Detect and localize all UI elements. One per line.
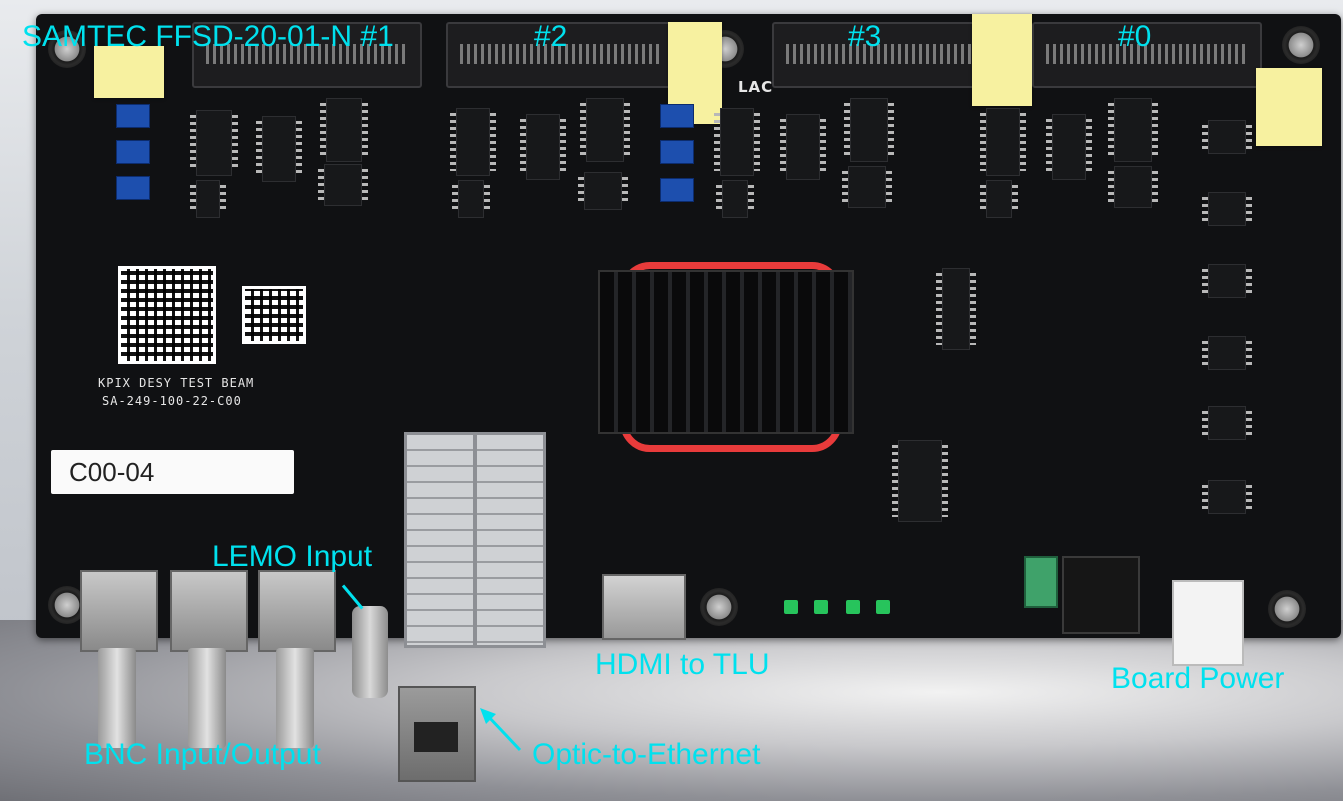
sfp-cage: [404, 432, 476, 648]
ic-chip: [520, 114, 566, 180]
ic-chip: [844, 98, 894, 162]
board-label-tag: C00-04: [51, 450, 294, 494]
annotation-lemo-input: LEMO Input: [212, 540, 373, 573]
ic-chip: [450, 108, 496, 176]
ic-chip: [1108, 166, 1158, 208]
regulator-chip: [1202, 192, 1252, 226]
regulator-chip: [1202, 120, 1252, 154]
annotation-board-power: Board Power: [1111, 662, 1285, 695]
annotation-connector-2: #2: [534, 20, 568, 53]
status-led: [784, 600, 798, 614]
jumper: [660, 140, 694, 164]
jumper: [116, 176, 150, 200]
ic-chip: [580, 98, 630, 162]
annotation-bnc-input-output: BNC Input/Output: [84, 738, 321, 771]
sfp-cage: [474, 432, 546, 648]
ic-chip: [190, 180, 226, 218]
ic-chip: [320, 98, 368, 162]
bnc-connector: [170, 570, 248, 652]
fuse: [1024, 556, 1058, 608]
board-silkscreen-title: KPIX DESY TEST BEAM: [98, 376, 255, 390]
ic-chip: [452, 180, 490, 218]
ic-chip: [716, 180, 754, 218]
mounting-hole: [1282, 26, 1320, 64]
regulator-chip: [1202, 264, 1252, 298]
power-connector: [1172, 580, 1244, 666]
ic-chip: [714, 108, 760, 176]
bnc-connector: [80, 570, 158, 652]
ic-chip: [780, 114, 826, 180]
ic-chip: [842, 166, 892, 208]
bnc-barrel: [276, 648, 314, 748]
bnc-barrel: [98, 648, 136, 748]
heatsink: [598, 270, 854, 434]
ic-chip: [318, 164, 368, 206]
hdmi-connector: [602, 574, 686, 640]
regulator-chip: [1202, 406, 1252, 440]
board-logo: LAC: [738, 78, 774, 96]
ic-chip: [936, 268, 976, 350]
ic-chip: [578, 172, 628, 210]
status-led: [846, 600, 860, 614]
samtec-connector-2: [446, 22, 676, 88]
lemo-connector: [352, 606, 388, 698]
samtec-connector-1: [192, 22, 422, 88]
optic-arrow: [480, 708, 522, 752]
rj45-connector: [398, 686, 476, 782]
ic-chip: [256, 116, 302, 182]
samtec-connector-0: [1032, 22, 1262, 88]
ic-chip: [1108, 98, 1158, 162]
ic-chip: [190, 110, 238, 176]
board-label-text: C00-04: [69, 457, 155, 487]
ic-chip: [980, 180, 1018, 218]
jumper: [660, 178, 694, 202]
ic-chip: [1046, 114, 1092, 180]
mounting-hole: [48, 586, 86, 624]
annotation-connector-0: #0: [1118, 20, 1152, 53]
bnc-barrel: [188, 648, 226, 748]
ic-chip: [892, 440, 948, 522]
ic-chip: [980, 108, 1026, 176]
jumper: [116, 104, 150, 128]
power-jack: [1062, 556, 1140, 634]
samtec-connector-3: [772, 22, 1002, 88]
jumper: [660, 104, 694, 128]
jumper: [116, 140, 150, 164]
annotation-connector-3: #3: [848, 20, 882, 53]
status-led: [876, 600, 890, 614]
board-silkscreen-partnumber: SA-249-100-22-C00: [102, 394, 242, 408]
qr-code: [118, 266, 216, 364]
regulator-chip: [1202, 336, 1252, 370]
status-led: [814, 600, 828, 614]
mounting-hole: [1268, 590, 1306, 628]
sticky-note: [94, 46, 164, 98]
sticky-note: [972, 14, 1032, 106]
sticky-note: [1256, 68, 1322, 146]
mounting-hole: [48, 30, 86, 68]
qr-code: [242, 286, 306, 344]
annotation-connector-1: SAMTEC FFSD-20-01-N #1: [22, 20, 394, 53]
mounting-hole: [700, 588, 738, 626]
regulator-chip: [1202, 480, 1252, 514]
annotation-optic-to-ethernet: Optic-to-Ethernet: [532, 738, 761, 771]
annotation-hdmi-to-tlu: HDMI to TLU: [595, 648, 770, 681]
bnc-connector: [258, 570, 336, 652]
